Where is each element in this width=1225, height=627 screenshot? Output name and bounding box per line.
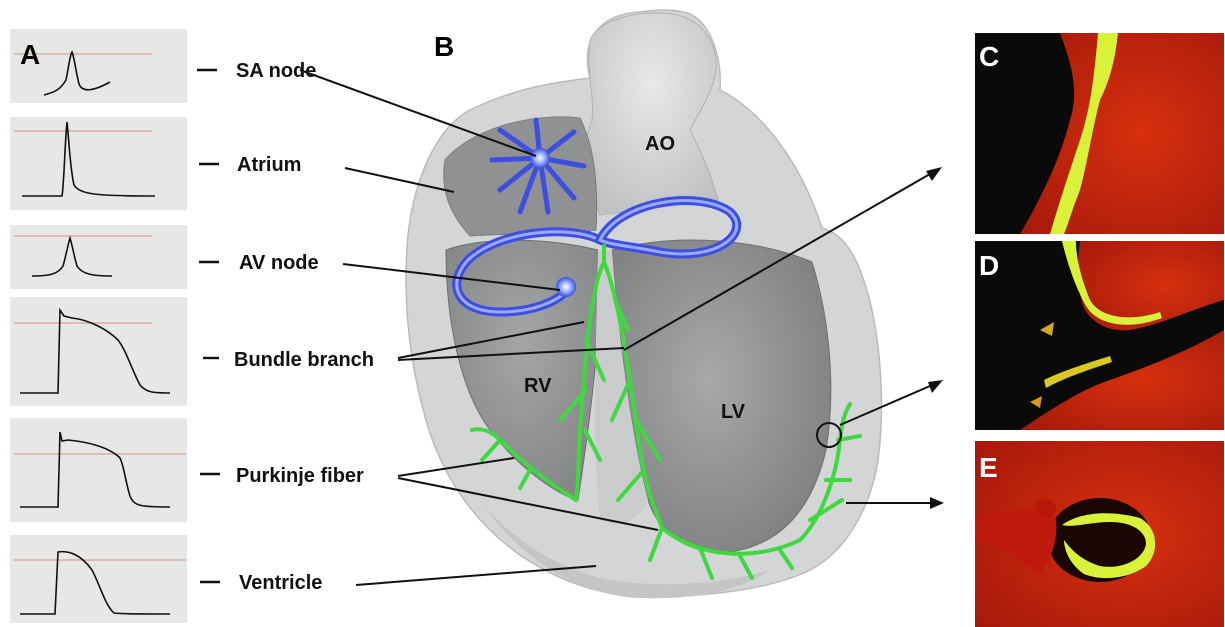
trace-atrium (10, 117, 187, 210)
panel-label-e: E (979, 452, 998, 483)
trace-purkinje-fiber (10, 418, 187, 522)
label-bundle-branch: Bundle branch (234, 349, 374, 371)
trace-bundle-branch (10, 297, 187, 406)
arrowheads (926, 167, 944, 509)
micrograph-e: E (975, 441, 1224, 627)
label-av-node: AV node (239, 252, 319, 274)
panel-label-b: B (434, 31, 454, 62)
label-purkinje-fiber: Purkinje fiber (236, 465, 364, 487)
label-rv: RV (524, 375, 552, 397)
micrograph-d: D (975, 241, 1224, 430)
label-lv: LV (721, 401, 746, 423)
aorta (585, 13, 718, 215)
structure-labels: SA node Atrium AV node Bundle branch Pur… (197, 60, 374, 594)
label-ventricle: Ventricle (239, 572, 322, 594)
trace-ventricle (10, 535, 187, 623)
panel-label-a: A (20, 39, 40, 70)
panel-label-d: D (979, 250, 999, 281)
panel-label-c: C (979, 41, 999, 72)
label-atrium: Atrium (237, 154, 301, 176)
label-ao: AO (645, 133, 675, 155)
trace-av-node (10, 225, 187, 289)
micrograph-c: C (975, 33, 1224, 234)
panel-b-heart: B AO RV LV (406, 10, 881, 598)
panel-a-traces: A (10, 29, 187, 623)
